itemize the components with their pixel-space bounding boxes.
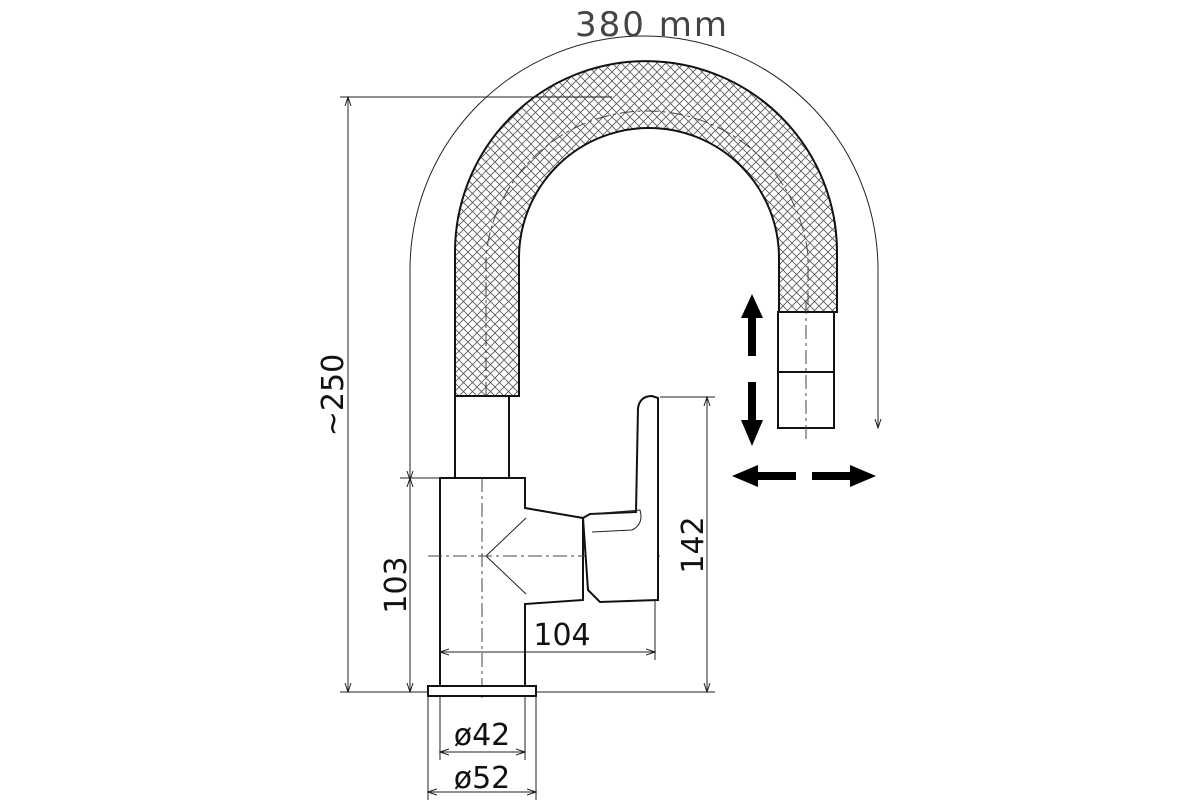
handle-height-label: 142	[676, 516, 711, 573]
spout-collar	[454, 395, 510, 479]
d42-label: ø42	[454, 718, 511, 753]
body-height-label: 103	[379, 556, 414, 613]
reach-arc	[410, 35, 878, 480]
total-height-label: ~250	[316, 354, 351, 436]
handle-reach-label: 104	[533, 618, 590, 653]
arrow-down-icon	[741, 382, 763, 446]
faucet-body	[439, 477, 584, 687]
base-plate	[427, 685, 537, 697]
arrow-right-icon	[812, 465, 876, 487]
handle-lever	[581, 394, 659, 604]
reach-arc-label: 380 mm	[575, 5, 729, 45]
spout-centerline	[485, 110, 809, 396]
handle-detail	[589, 509, 642, 533]
flexible-spout	[454, 60, 838, 397]
arrow-up-icon	[741, 294, 763, 356]
d52-label: ø52	[454, 761, 511, 796]
arrow-left-icon	[732, 465, 796, 487]
